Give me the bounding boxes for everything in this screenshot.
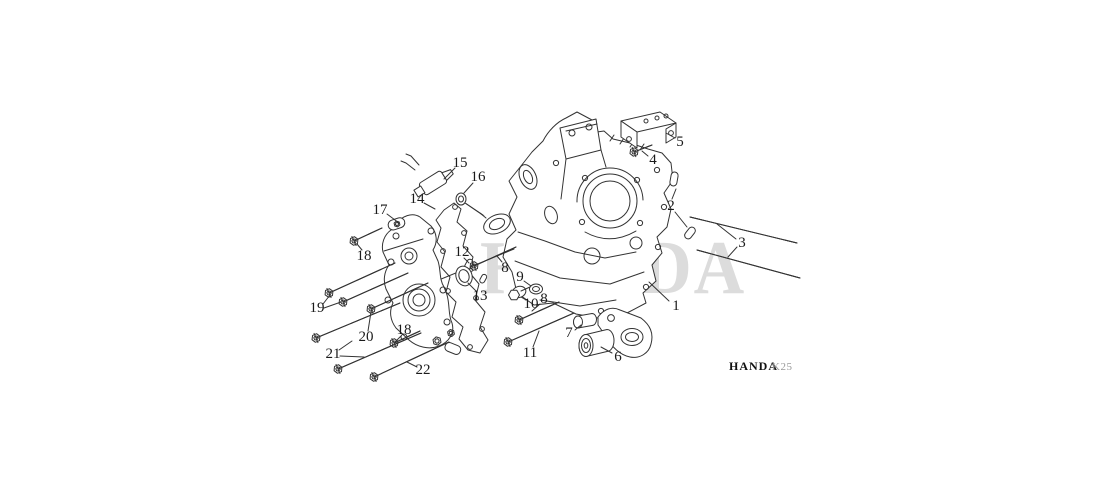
- callout-11: 11: [523, 345, 537, 361]
- dowel-pins-art: [669, 171, 696, 240]
- drain-plug-art: [508, 285, 531, 301]
- nut-art: [447, 329, 455, 337]
- callout-20: 20: [359, 329, 374, 345]
- callout-2: 2: [667, 198, 675, 214]
- leader-line: [727, 246, 738, 258]
- brand-name: HANDA: [729, 359, 778, 373]
- nut-art: [432, 336, 442, 346]
- leader-line: [523, 280, 532, 287]
- pump-cover-art: [381, 214, 462, 355]
- leader-line: [423, 202, 436, 210]
- callout-12: 12: [455, 244, 470, 260]
- leader-line: [467, 282, 477, 292]
- callout-18: 18: [397, 322, 412, 338]
- leader-line: [574, 324, 582, 331]
- callout-8: 8: [501, 260, 509, 276]
- washer-art: [529, 283, 543, 295]
- callout-8: 8: [540, 291, 548, 307]
- leader-line: [443, 167, 456, 180]
- leader-line: [323, 301, 342, 309]
- bolt-art: [311, 302, 401, 344]
- bolt-art: [338, 272, 409, 308]
- leader-line: [496, 255, 503, 263]
- bolts-layer: [311, 144, 801, 383]
- callout-17: 17: [373, 202, 389, 218]
- callout-4: 4: [649, 152, 657, 168]
- handa-monogram-icon: [710, 358, 725, 373]
- leader-line: [338, 340, 353, 351]
- leader-line: [356, 243, 363, 251]
- crankcase-art: [483, 111, 674, 358]
- leader-line: [463, 257, 470, 264]
- leader-line: [671, 188, 677, 200]
- callout-21: 21: [326, 346, 341, 362]
- callout-22: 22: [416, 362, 431, 378]
- stud-art: [696, 249, 801, 279]
- bolt-art: [349, 227, 383, 247]
- bolt-art: [503, 312, 575, 348]
- leader-line: [665, 132, 676, 139]
- leader-line: [532, 330, 540, 348]
- leader-line: [367, 311, 372, 332]
- leader-line: [322, 294, 331, 305]
- callout-9: 9: [516, 269, 524, 285]
- callout-1: 1: [672, 298, 680, 314]
- callout-3: 3: [738, 235, 746, 251]
- callout-10: 10: [524, 296, 539, 312]
- leader-line: [386, 213, 400, 224]
- nut-art: [393, 220, 401, 228]
- bolt-art: [629, 144, 653, 158]
- leader-line: [648, 281, 670, 302]
- leader-line: [520, 296, 527, 301]
- leader-line: [641, 150, 649, 157]
- dowel-pin-art: [479, 273, 488, 284]
- small-parts-art: [455, 258, 543, 301]
- bolt-art: [366, 282, 429, 315]
- callout-15: 15: [453, 155, 468, 171]
- clamp-part-17-art: [387, 217, 406, 231]
- leader-line: [600, 346, 613, 354]
- leader-line: [716, 223, 737, 240]
- callout-18: 18: [357, 248, 372, 264]
- callout-13: 13: [473, 288, 488, 304]
- stud-art: [689, 216, 798, 244]
- bolt-art: [514, 301, 560, 326]
- leader-line: [674, 211, 688, 228]
- callout-7: 7: [565, 325, 573, 341]
- bolt-art: [469, 246, 517, 272]
- bolt-art: [369, 341, 450, 383]
- callout-19: 19: [310, 300, 325, 316]
- bolt-art: [333, 332, 422, 375]
- mount-bush-art: [573, 313, 615, 357]
- brand-logo: HANDA K25: [710, 358, 792, 373]
- leader-line: [339, 355, 365, 358]
- bracket-art: [620, 111, 677, 149]
- leader-line: [406, 361, 418, 368]
- leader-line: [531, 303, 541, 312]
- leader-line: [463, 182, 474, 194]
- leader-line: [395, 335, 402, 342]
- callout-14: 14: [410, 191, 426, 207]
- dipstick-art: [455, 192, 487, 219]
- callout-6: 6: [614, 349, 622, 365]
- callout-5: 5: [676, 134, 684, 150]
- brand-code: K25: [772, 361, 792, 373]
- bolt-art: [324, 262, 396, 299]
- bolt-art: [389, 330, 421, 349]
- callout-16: 16: [471, 169, 487, 185]
